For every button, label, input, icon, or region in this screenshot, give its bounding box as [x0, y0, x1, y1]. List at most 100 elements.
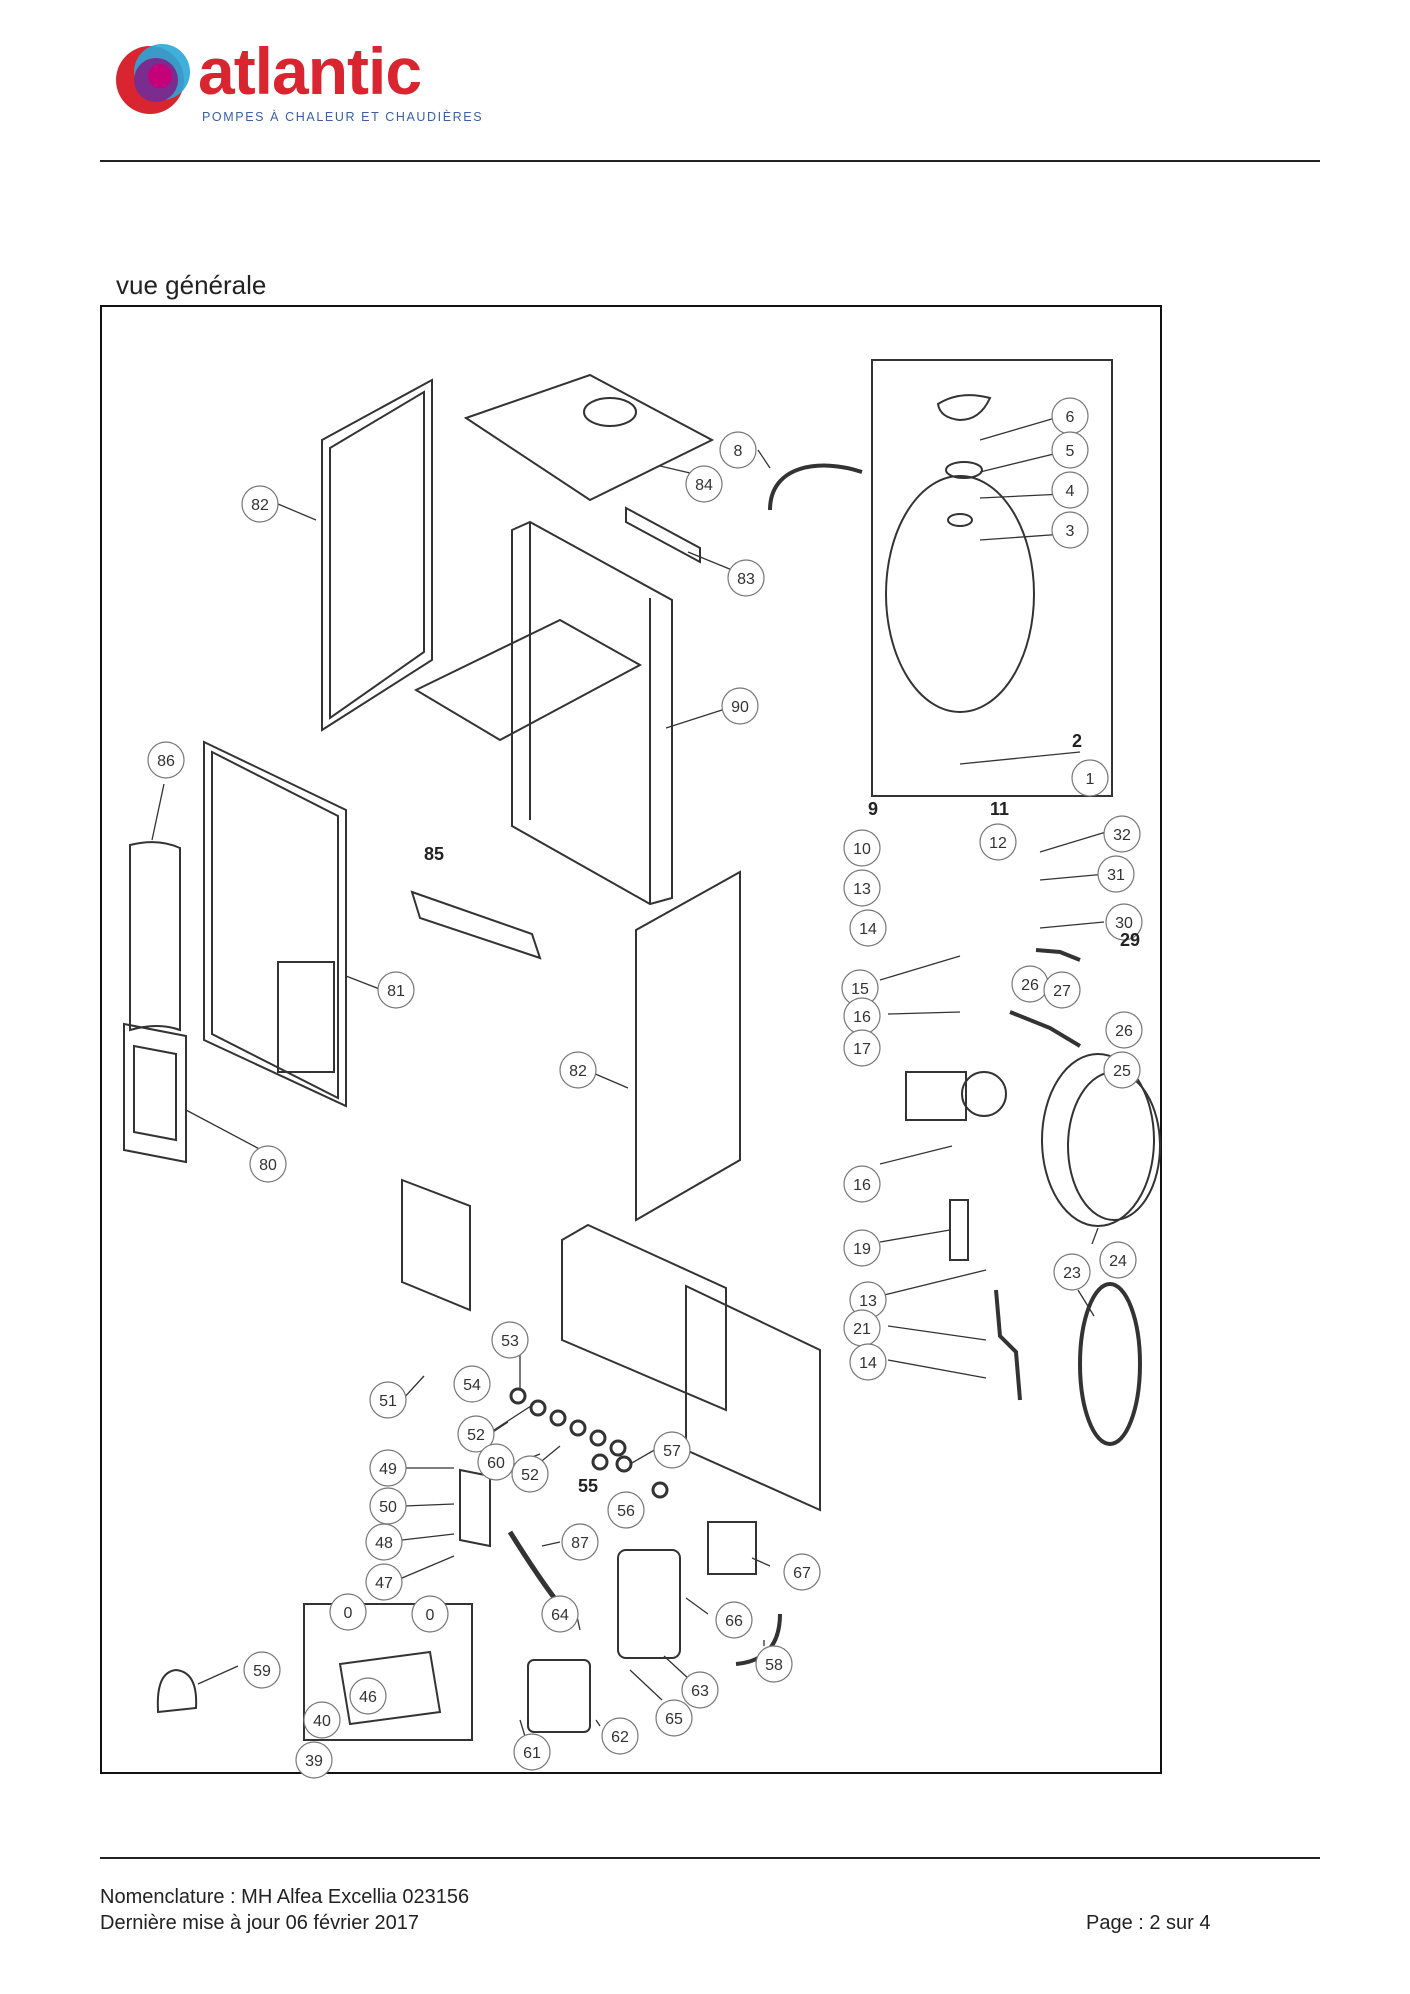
callout-label: 82 — [251, 497, 269, 514]
callout-48: 48 — [365, 1523, 403, 1561]
part-number-label-2: 2 — [1072, 731, 1082, 751]
pump-part — [905, 1071, 967, 1121]
callout-5: 5 — [1051, 431, 1089, 469]
callout-label: 39 — [305, 1753, 323, 1770]
callout-14: 14 — [849, 909, 887, 947]
callout-label: 48 — [375, 1535, 393, 1552]
callout-label: 57 — [663, 1443, 681, 1460]
callout-label: 81 — [387, 983, 405, 1000]
callout-47: 47 — [365, 1563, 403, 1601]
callout-56: 56 — [607, 1491, 645, 1529]
callout-27: 27 — [1043, 971, 1081, 1009]
mounting-plate-part — [401, 1178, 471, 1312]
callout-label: 16 — [853, 1177, 871, 1194]
control-unit-part — [617, 1549, 681, 1659]
callout-label: 50 — [379, 1499, 397, 1516]
atlantic-logo: atlantic POMPES À CHALEUR ET CHAUDIÈRES — [110, 34, 490, 134]
callout-32: 32 — [1103, 815, 1141, 853]
callout-63: 63 — [681, 1671, 719, 1709]
callout-8: 8 — [719, 431, 757, 469]
callout-label: 62 — [611, 1729, 629, 1746]
connector-part — [949, 1199, 969, 1261]
callout-81: 81 — [377, 971, 415, 1009]
callout-label: 65 — [665, 1711, 683, 1728]
callout-83: 83 — [727, 559, 765, 597]
callout-label: 19 — [853, 1241, 871, 1258]
callout-label: 26 — [1115, 1023, 1133, 1040]
callout-65: 65 — [655, 1699, 693, 1737]
callout-label: 10 — [853, 841, 871, 858]
callout-46: 46 — [349, 1677, 387, 1715]
callout-52: 52 — [457, 1415, 495, 1453]
callout-label: 0 — [426, 1607, 435, 1624]
leader-lines — [151, 415, 1107, 1747]
section-title: vue générale — [116, 270, 267, 300]
footer-page-number: Page : 2 sur 4 — [1086, 1912, 1211, 1934]
callout-label: 58 — [765, 1657, 783, 1674]
callout-39: 39 — [295, 1741, 333, 1779]
callout-label: 56 — [617, 1503, 635, 1520]
callout-label: 14 — [859, 1355, 877, 1372]
callout-label: 80 — [259, 1157, 277, 1174]
callout-82: 82 — [241, 485, 279, 523]
side-panel-left-part — [321, 378, 433, 732]
callout-4: 4 — [1051, 471, 1089, 509]
callout-label: 12 — [989, 835, 1007, 852]
callout-40: 40 — [303, 1701, 341, 1739]
footer-last-update: Dernière mise à jour 06 février 2017 — [100, 1912, 420, 1934]
tank-ring-part — [1078, 1282, 1142, 1446]
callout-label: 63 — [691, 1683, 709, 1700]
callout-67: 67 — [783, 1553, 821, 1591]
callout-label: 87 — [571, 1535, 589, 1552]
callout-53: 53 — [491, 1321, 529, 1359]
callout-label: 27 — [1053, 983, 1071, 1000]
callout-label: 3 — [1066, 523, 1075, 540]
gas-valve-box — [303, 1603, 473, 1741]
callout-12: 12 — [979, 823, 1017, 861]
brand-tagline: POMPES À CHALEUR ET CHAUDIÈRES — [202, 110, 484, 124]
callout-label: 1 — [1086, 771, 1095, 788]
callout-62: 62 — [601, 1717, 639, 1755]
callout-label: 66 — [725, 1613, 743, 1630]
pipe-part — [768, 463, 863, 511]
callout-label: 32 — [1113, 827, 1131, 844]
electrical-box-part — [561, 1223, 727, 1412]
callout-label: 14 — [859, 921, 877, 938]
callout-label: 84 — [695, 477, 713, 494]
callout-26: 26 — [1011, 965, 1049, 1003]
callout-1: 1 — [1071, 759, 1109, 797]
callout-21: 21 — [843, 1309, 881, 1347]
callout-23: 23 — [1053, 1253, 1091, 1291]
callout-label: 46 — [359, 1689, 377, 1706]
callout-25: 25 — [1103, 1051, 1141, 1089]
front-bezel-part — [123, 1022, 187, 1164]
callout-label: 6 — [1066, 409, 1075, 426]
sensor-cover-part — [156, 1668, 198, 1714]
callout-label: 24 — [1109, 1253, 1127, 1270]
callout-13: 13 — [843, 869, 881, 907]
callout-label: 26 — [1021, 977, 1039, 994]
callout-58: 58 — [755, 1645, 793, 1683]
callout-84: 84 — [685, 465, 723, 503]
callout-31: 31 — [1097, 855, 1135, 893]
callout-label: 51 — [379, 1393, 397, 1410]
callout-label: 13 — [859, 1293, 877, 1310]
callout-10: 10 — [843, 829, 881, 867]
callout-86: 86 — [147, 741, 185, 779]
callout-label: 61 — [523, 1745, 541, 1762]
header-divider — [100, 160, 1320, 162]
part-number-label-9: 9 — [868, 799, 878, 819]
callout-label: 64 — [551, 1607, 569, 1624]
callout-label: 52 — [467, 1427, 485, 1444]
front-panel-part — [203, 740, 347, 1108]
callout-24: 24 — [1099, 1241, 1137, 1279]
footer-divider — [100, 1857, 1320, 1859]
callout-30: 30 — [1105, 903, 1143, 941]
top-cover-part — [463, 373, 715, 502]
callout-0: 0 — [411, 1595, 449, 1633]
callout-label: 83 — [737, 571, 755, 588]
callout-16: 16 — [843, 997, 881, 1035]
callout-80: 80 — [249, 1145, 287, 1183]
callout-label: 31 — [1107, 867, 1125, 884]
callout-49: 49 — [369, 1449, 407, 1487]
